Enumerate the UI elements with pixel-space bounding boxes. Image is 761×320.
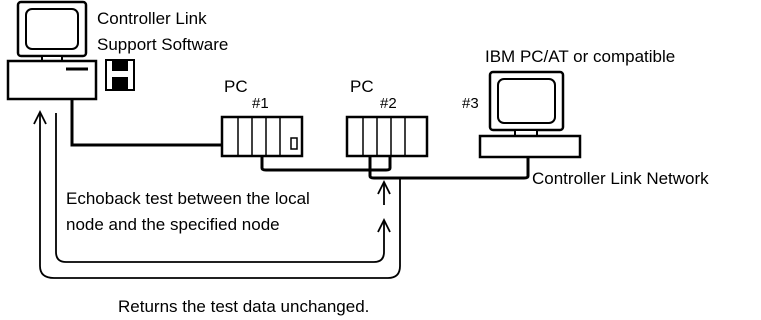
echoback-send-arrow <box>55 113 385 263</box>
pc-node-1 <box>220 115 304 158</box>
left-base-unit <box>6 59 98 101</box>
pc1-label: PC <box>224 77 248 96</box>
right-monitor-screen <box>497 78 556 124</box>
return-label: Returns the test data unchanged. <box>118 297 369 316</box>
echoback-return-arrowhead <box>33 109 47 125</box>
echoback-label-line2: node and the specified node <box>66 215 280 234</box>
pc1-connector <box>290 137 298 150</box>
pc1-node-number: #1 <box>252 95 269 112</box>
echoback-send-arrowhead <box>377 217 391 233</box>
echoback-return-arrow <box>39 113 401 279</box>
network-label: Controller Link Network <box>532 169 709 188</box>
ibm-node-number: #3 <box>462 95 479 112</box>
support-software-computer <box>6 0 98 101</box>
ibm-pc-node-3 <box>478 70 582 159</box>
controller-link-network-cable <box>260 156 530 180</box>
software-label-line1: Controller Link <box>97 9 207 28</box>
ibm-label: IBM PC/AT or compatible <box>485 47 675 66</box>
software-label-line2: Support Software <box>97 35 228 54</box>
left-monitor-screen <box>25 8 79 50</box>
pc2-node-number: #2 <box>380 95 397 112</box>
floppy-disk-icon <box>105 59 135 91</box>
pc-node-2 <box>345 115 429 158</box>
right-base-unit <box>478 134 582 159</box>
echoback-pointer-arrowhead <box>377 179 391 195</box>
pc2-label: PC <box>350 77 374 96</box>
echoback-label-line1: Echoback test between the local <box>66 189 310 208</box>
support-cable <box>70 99 293 147</box>
